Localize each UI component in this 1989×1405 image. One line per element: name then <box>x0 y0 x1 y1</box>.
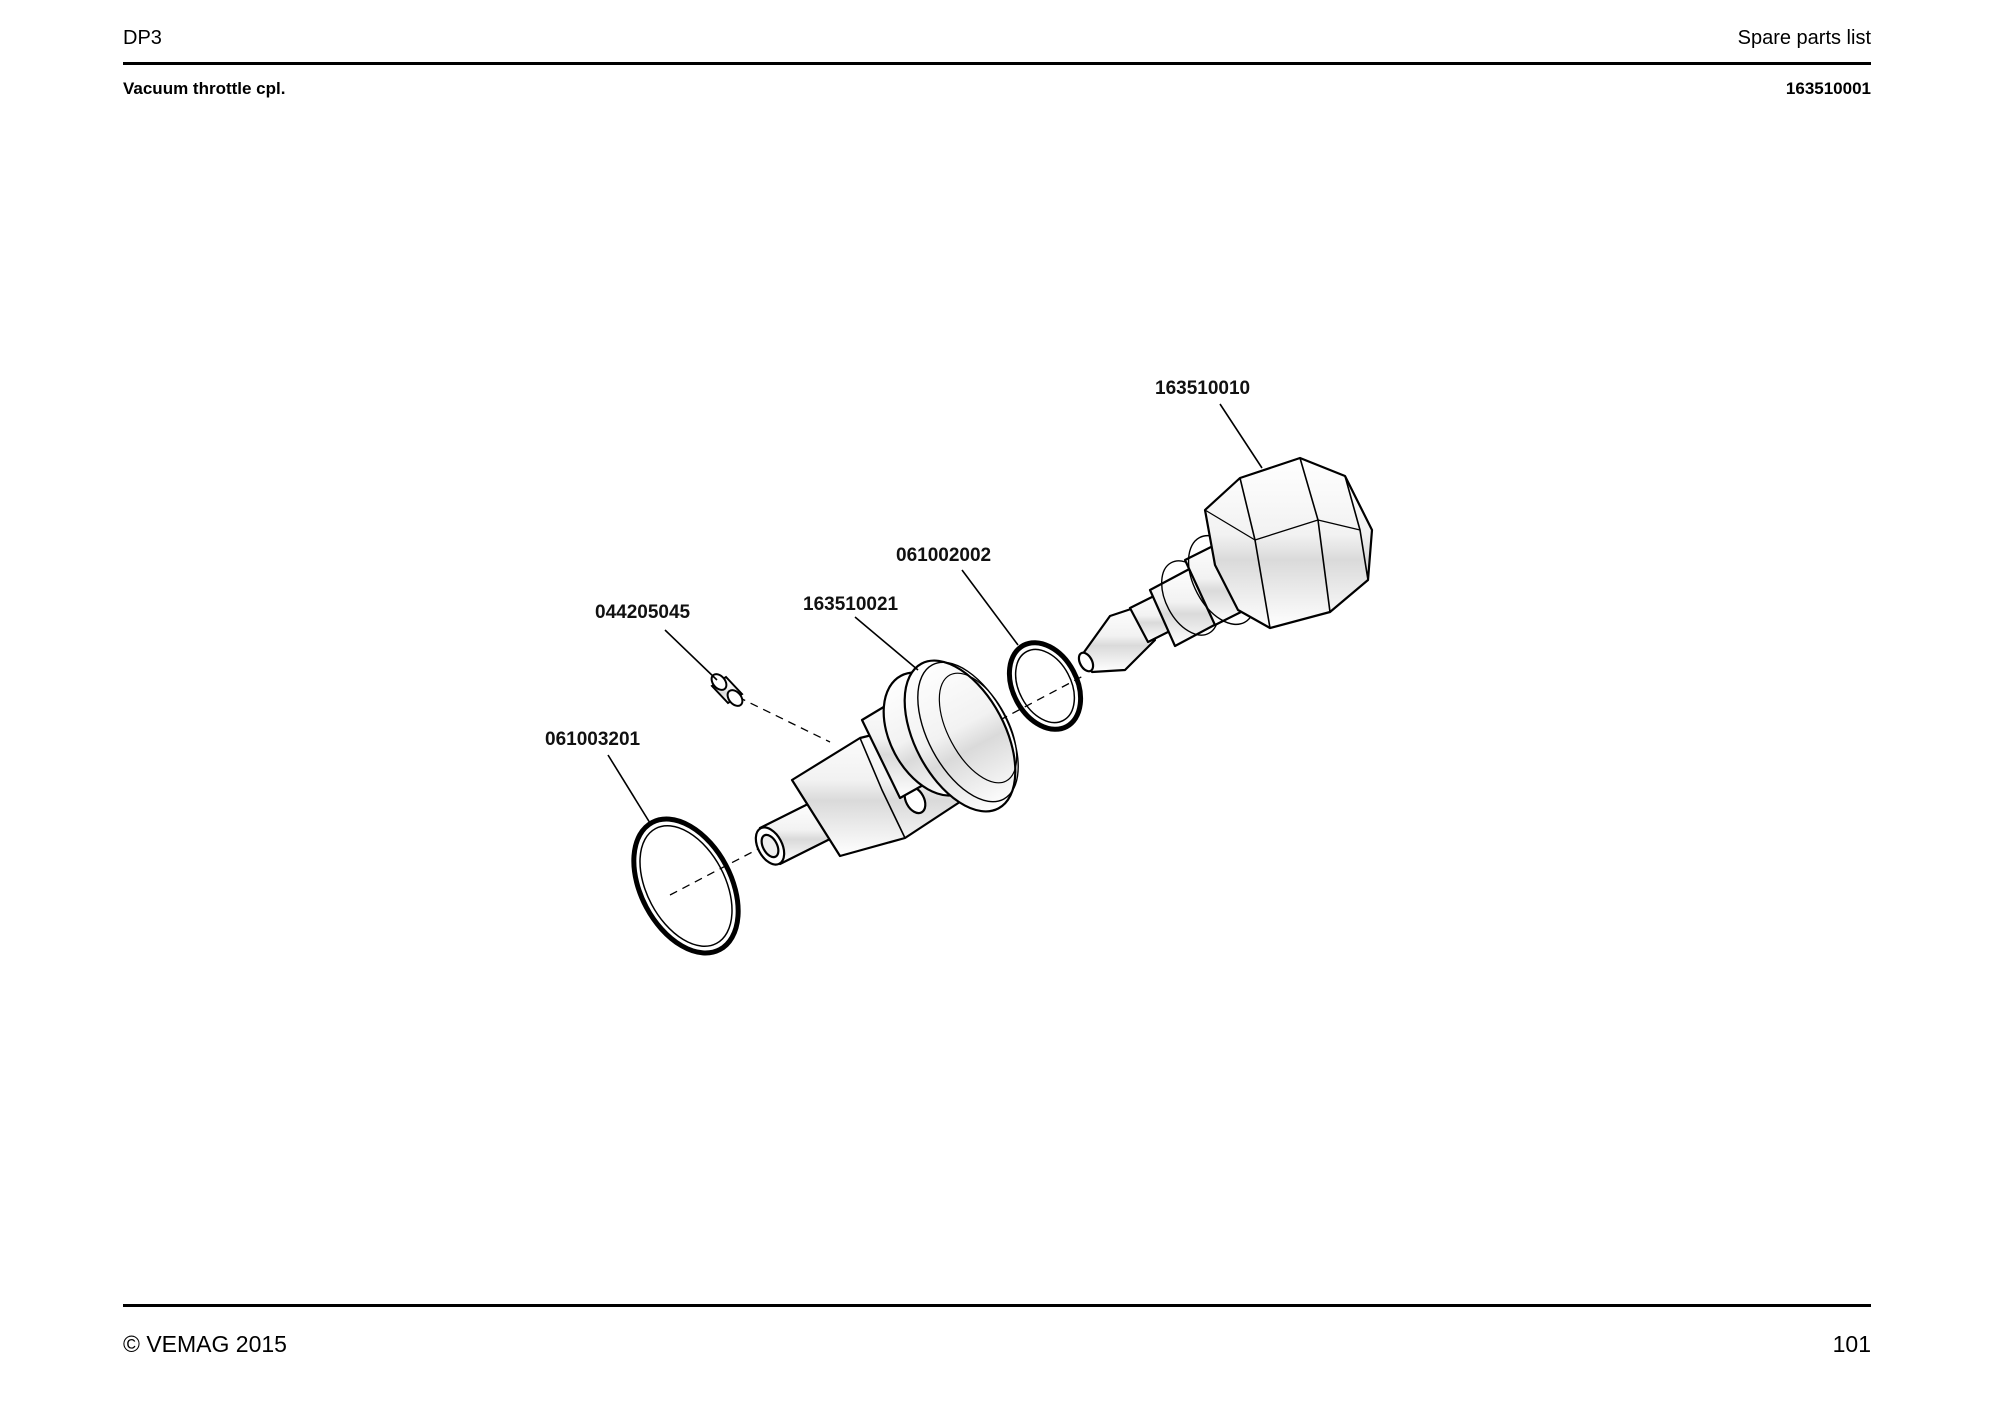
callout-nut: 163510010 <box>1155 378 1250 399</box>
leader-nut <box>1219 403 1263 469</box>
footer-rule <box>123 1304 1871 1307</box>
screw-part <box>710 673 744 707</box>
leader-screw <box>664 629 718 681</box>
leader-small-oring <box>961 569 1019 646</box>
document-code: DP3 <box>123 27 162 49</box>
leader-large-oring <box>607 754 651 824</box>
center-axis <box>669 674 1086 896</box>
large-oring-part <box>631 816 741 956</box>
callout-large-oring: 061003201 <box>545 729 641 750</box>
callout-body: 163510021 <box>803 594 899 615</box>
callout-small-oring: 061002002 <box>896 545 991 566</box>
document-type: Spare parts list <box>1737 27 1871 49</box>
coupling-nut-part <box>1077 456 1374 674</box>
callout-screw: 044205045 <box>595 602 691 623</box>
assembly-name: Vacuum throttle cpl. <box>123 79 286 98</box>
small-oring-part <box>1006 640 1084 732</box>
throttle-body-part <box>754 659 1019 866</box>
leader-lines <box>607 403 1263 824</box>
header-rule <box>123 62 1871 65</box>
copyright: © VEMAG 2015 <box>123 1331 287 1357</box>
assembly-number: 163510001 <box>1785 79 1871 98</box>
page-number: 101 <box>1832 1331 1871 1357</box>
leader-body <box>854 616 919 671</box>
